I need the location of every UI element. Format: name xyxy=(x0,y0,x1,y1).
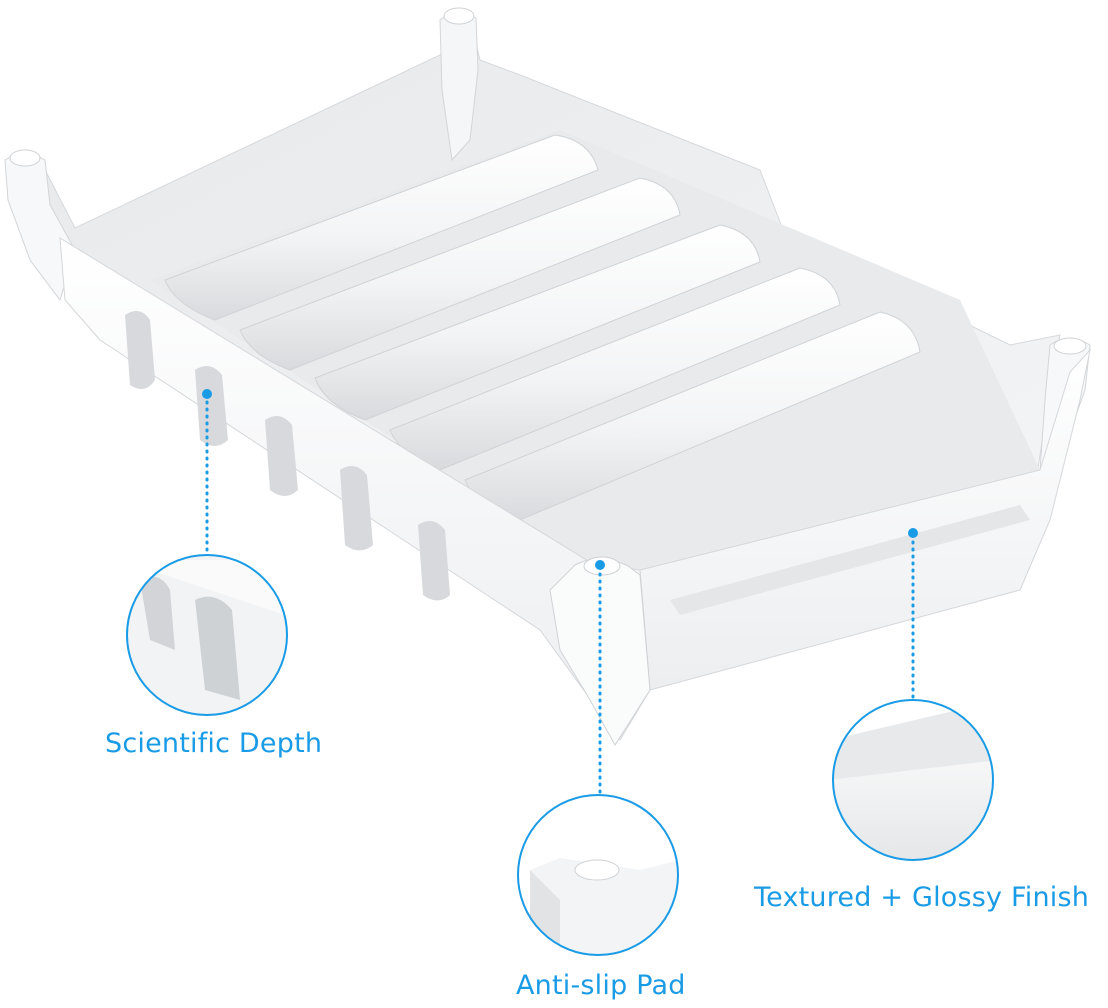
ridge xyxy=(239,177,681,371)
callout-label-anti-slip-pad: Anti-slip Pad xyxy=(516,970,686,1001)
slot xyxy=(418,521,450,601)
right-wall-lip xyxy=(670,505,1030,615)
ridge xyxy=(164,134,599,321)
zoom-depth xyxy=(127,555,287,715)
slot xyxy=(340,466,373,551)
zoom-finish xyxy=(833,700,993,860)
zoom-ring xyxy=(832,699,994,861)
callout-dot xyxy=(595,560,605,570)
left-pad xyxy=(9,149,41,167)
tray-right-wall xyxy=(639,348,1091,691)
callout-label-scientific-depth: Scientific Depth xyxy=(105,728,323,759)
cable-tray xyxy=(4,7,1091,746)
callout-label-finish: Textured + Glossy Finish xyxy=(754,882,1090,913)
back-pad xyxy=(443,7,475,25)
front-slots xyxy=(125,311,450,601)
callout-scientific-depth xyxy=(126,389,288,716)
slot xyxy=(265,416,298,496)
tray-ridges xyxy=(164,134,921,523)
zoom-ring xyxy=(126,554,288,716)
callout-dot xyxy=(202,389,212,399)
right-pad xyxy=(1053,337,1087,355)
zoom-ring xyxy=(517,794,679,956)
slot xyxy=(195,366,228,446)
callout-anti-slip-pad xyxy=(517,560,679,956)
ridge xyxy=(389,267,841,471)
zoom-pad xyxy=(518,795,678,955)
slot xyxy=(125,311,155,389)
callout-finish xyxy=(832,528,994,861)
ridge xyxy=(314,224,761,421)
callout-dot xyxy=(908,528,918,538)
